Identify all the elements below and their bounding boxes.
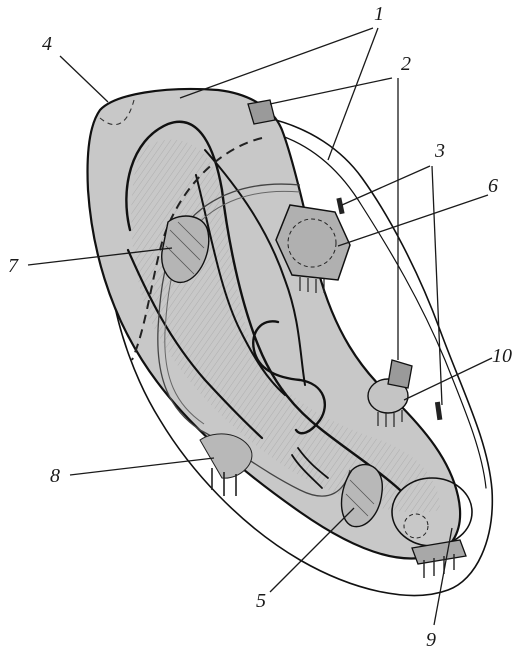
callout-6: 6: [488, 175, 498, 197]
component-8-pins: [200, 434, 252, 496]
callout-1: 1: [374, 3, 384, 25]
callout-5: 5: [256, 590, 266, 612]
component-3-slot-upper: [336, 198, 344, 215]
component-2-tab-lower: [388, 360, 412, 388]
callout-3: 3: [434, 140, 445, 162]
callout-10: 10: [492, 345, 512, 367]
callout-4: 4: [42, 33, 52, 55]
component-3-slot-lower: [435, 402, 442, 421]
callout-2: 2: [401, 53, 411, 75]
callout-8: 8: [50, 465, 60, 487]
callout-9: 9: [426, 629, 436, 649]
callout-7: 7: [8, 255, 19, 277]
